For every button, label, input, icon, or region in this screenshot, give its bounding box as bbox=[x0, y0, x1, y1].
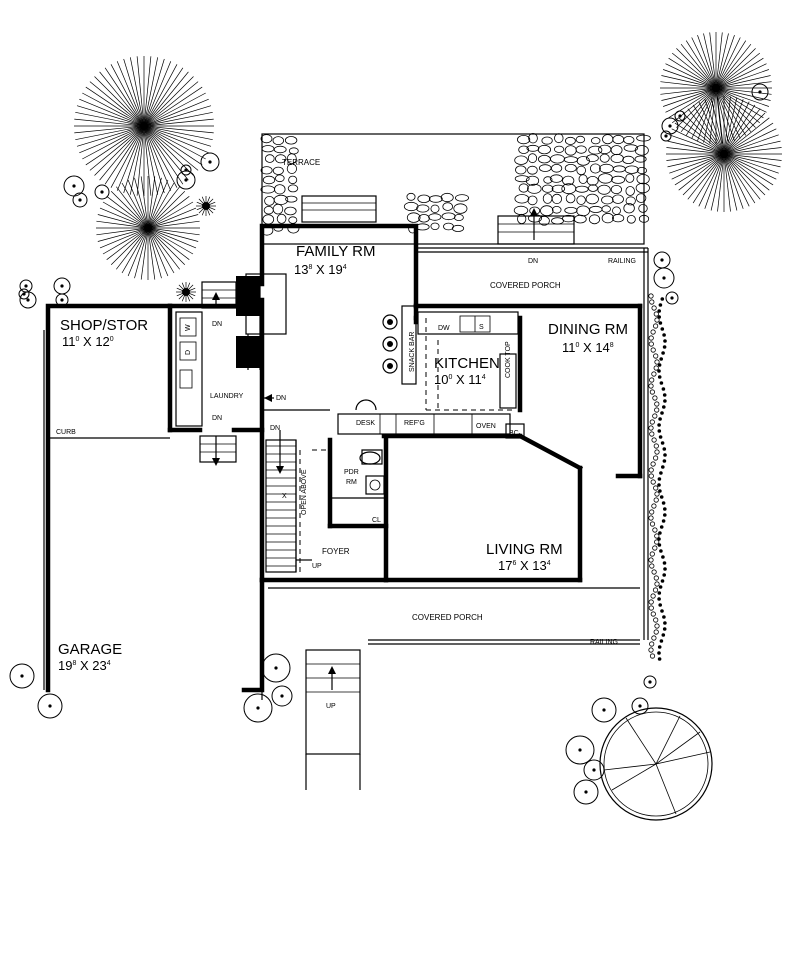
kitchen-dimension: 100 X 114 bbox=[434, 372, 486, 387]
dining-room-dimension: 110 X 148 bbox=[562, 340, 614, 355]
powder-room-fixtures bbox=[359, 449, 385, 495]
shrub-circles bbox=[9, 83, 769, 805]
tree-bottom-right bbox=[599, 707, 713, 821]
terrace-label: TERRACE bbox=[282, 158, 320, 167]
garage-label: GARAGE bbox=[58, 641, 122, 658]
shop-storage-dimension: 110 X 120 bbox=[62, 334, 114, 349]
terrace-steps bbox=[301, 195, 575, 245]
sink-label: S bbox=[479, 324, 484, 331]
rear-steps bbox=[199, 281, 237, 466]
railing-vine bbox=[648, 293, 667, 661]
powder-room-label-1: PDR bbox=[344, 469, 359, 476]
laundry-label: LAUNDRY bbox=[210, 393, 244, 400]
washer-label: W bbox=[185, 324, 192, 331]
stair-dn-label: DN bbox=[270, 425, 280, 432]
family-room-label: FAMILY RM bbox=[296, 243, 375, 260]
garage-dimension: 198 X 234 bbox=[58, 658, 111, 673]
tree-left-lower bbox=[96, 176, 200, 280]
tree-top-right bbox=[660, 32, 772, 144]
bar-stools bbox=[382, 314, 398, 374]
front-porch bbox=[261, 587, 640, 790]
snack-bar-label: SNACK BAR bbox=[409, 332, 416, 372]
foyer-label: FOYER bbox=[322, 547, 350, 556]
living-room-dimension: 176 X 134 bbox=[498, 558, 551, 573]
desk-label: DESK bbox=[356, 420, 375, 427]
kitchen-fixtures bbox=[337, 305, 525, 439]
dishwasher-label: DW bbox=[438, 325, 450, 332]
laundry-dn-bottom: DN bbox=[212, 415, 222, 422]
fireplace bbox=[245, 273, 287, 370]
front-steps-up-label: UP bbox=[326, 703, 336, 710]
oven-label: OVEN bbox=[476, 423, 496, 430]
terrace-dn-label: DN bbox=[528, 258, 538, 265]
family-dn-label: DN bbox=[276, 395, 286, 402]
shop-storage-label: SHOP/STOR bbox=[60, 317, 148, 334]
main-stair bbox=[265, 430, 330, 573]
curb-label: CURB bbox=[56, 429, 76, 436]
living-room-label: LIVING RM bbox=[486, 541, 563, 558]
stair-up-label: UP bbox=[312, 563, 322, 570]
family-room-dimension: 138 X 194 bbox=[294, 262, 347, 277]
small-shrub-2 bbox=[196, 196, 216, 216]
stair-x-label: X bbox=[282, 493, 287, 500]
small-shrub bbox=[176, 282, 196, 302]
cook-top-label: COOK TOP bbox=[505, 341, 512, 378]
dryer-label: D bbox=[185, 350, 192, 355]
laundry-fixtures bbox=[175, 311, 274, 427]
railing-top-label: RAILING bbox=[608, 258, 636, 265]
refrigerator-label: REF'G bbox=[404, 420, 425, 427]
terrace-stones bbox=[260, 132, 651, 245]
walls bbox=[45, 223, 649, 693]
railing-bottom-label: RAILING bbox=[590, 639, 618, 646]
laundry-dn-top: DN bbox=[212, 321, 222, 328]
kitchen-label: KITCHEN bbox=[434, 355, 500, 372]
covered-porch-bottom-label: COVERED PORCH bbox=[412, 613, 483, 622]
open-above-label: OPEN ABOVE bbox=[301, 469, 308, 515]
landscape-trees bbox=[9, 32, 782, 805]
tree-right-lower bbox=[666, 96, 782, 212]
tree-top-left bbox=[74, 56, 214, 196]
broom-closet-label: BC bbox=[509, 430, 519, 437]
covered-porch-top-label: COVERED PORCH bbox=[490, 281, 561, 290]
closet-label: CL bbox=[372, 517, 381, 524]
dining-room-label: DINING RM bbox=[548, 321, 628, 338]
powder-room-label-2: RM bbox=[346, 479, 357, 486]
